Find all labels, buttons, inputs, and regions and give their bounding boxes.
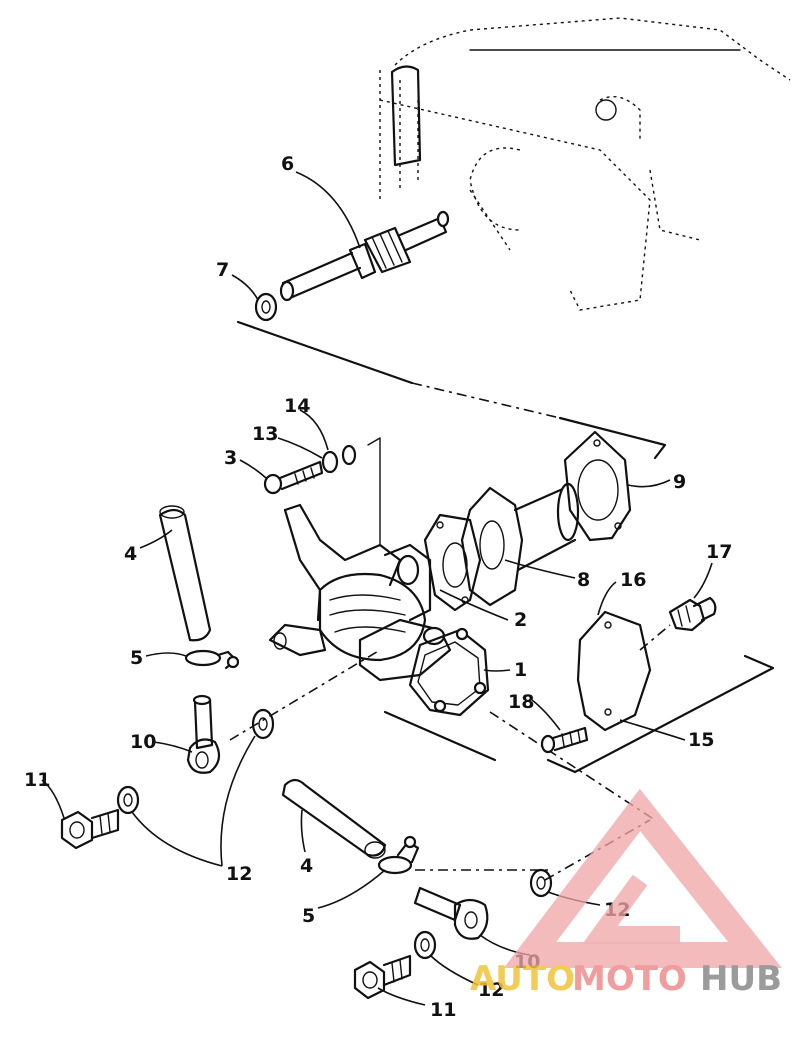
callout-12-left: 12 — [226, 863, 252, 885]
part-9-gasket — [563, 430, 632, 542]
part-10-banjo-fitting-upper — [186, 694, 221, 774]
callout-14: 14 — [284, 395, 310, 417]
part-12-washer-d — [413, 930, 437, 960]
part-4-hose-upper — [158, 505, 212, 642]
engine-block-outline — [379, 17, 791, 311]
part-7-washer — [254, 292, 278, 322]
callout-11-left: 11 — [24, 769, 50, 791]
callout-4-upper: 4 — [124, 543, 137, 565]
part-5-clamp-upper — [184, 649, 240, 670]
washer-hole — [420, 938, 430, 952]
part-14-washer — [341, 444, 357, 466]
part-11-banjo-bolt-left — [60, 808, 120, 850]
callout-9: 9 — [673, 471, 686, 493]
watermark-logo: AUTO MOTO HUB — [470, 788, 782, 999]
callout-8: 8 — [577, 569, 590, 591]
washer-hole — [123, 793, 133, 807]
part-3-bolt — [263, 460, 324, 495]
part-17-plug — [668, 596, 717, 632]
part-8-spacer-tube — [460, 482, 580, 607]
callout-12-bottom: 12 — [478, 979, 504, 1001]
watermark-hub: HUB — [700, 959, 782, 999]
part-11-banjo-bolt-bottom — [353, 954, 412, 1000]
part-6-drive-shaft-gear — [279, 210, 450, 302]
callout-1: 1 — [514, 659, 527, 681]
callout-2: 2 — [514, 609, 527, 631]
part-5-clamp-lower — [377, 835, 420, 875]
callout-5-upper: 5 — [130, 647, 143, 669]
washer-hole — [536, 876, 546, 890]
part-4-hose-lower — [281, 778, 387, 859]
part-12-washer-c — [529, 868, 553, 898]
callout-4-lower: 4 — [300, 855, 313, 877]
part-15-group-bracket — [546, 654, 775, 774]
part-12-washer-a — [251, 708, 275, 740]
pump-body — [268, 503, 452, 682]
callout-15: 15 — [688, 729, 714, 751]
watermark-auto: AUTO — [470, 959, 575, 999]
mount-dash-line — [367, 437, 381, 546]
callout-7: 7 — [216, 259, 229, 281]
part-18-screw — [540, 726, 589, 754]
part-16-cover-plate — [576, 610, 652, 732]
callout-10-upper: 10 — [130, 731, 156, 753]
callout-6: 6 — [281, 153, 294, 175]
callout-11-bottom: 11 — [430, 999, 456, 1021]
washer-hole — [258, 717, 268, 731]
callout-16: 16 — [620, 569, 646, 591]
callout-5-lower: 5 — [302, 905, 315, 927]
part-10-banjo-fitting-lower — [413, 886, 489, 940]
callout-leaders — [41, 171, 713, 1006]
callout-18: 18 — [508, 691, 534, 713]
part-13-washer — [321, 450, 339, 474]
part-1-pump-cover — [408, 627, 490, 717]
callout-13: 13 — [252, 423, 278, 445]
callout-17: 17 — [706, 541, 732, 563]
callout-3: 3 — [224, 447, 237, 469]
cover-dash-line — [639, 624, 671, 651]
part-12-washer-b — [116, 785, 140, 815]
watermark-moto: MOTO — [572, 959, 687, 999]
